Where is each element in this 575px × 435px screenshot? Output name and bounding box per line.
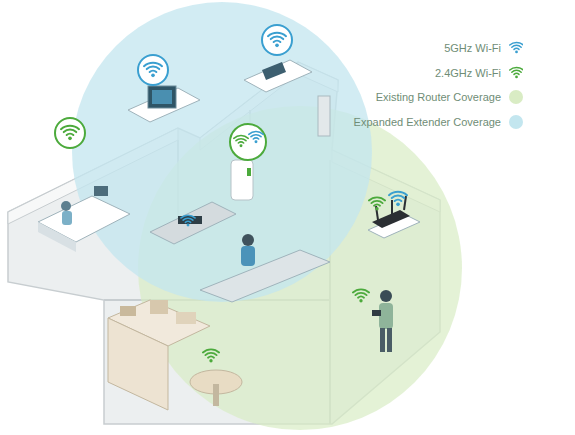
legend-text: Expanded Extender Coverage	[354, 116, 501, 128]
legend-text: 5GHz Wi-Fi	[444, 42, 501, 54]
legend-row: Expanded Extender Coverage	[354, 110, 523, 135]
wifi-icon	[509, 66, 523, 80]
legend-swatch	[509, 90, 523, 104]
legend-text: 2.4GHz Wi-Fi	[435, 67, 501, 79]
legend-swatch	[509, 115, 523, 129]
legend-row: Existing Router Coverage	[354, 85, 523, 110]
legend-row: 2.4GHz Wi-Fi	[354, 61, 523, 86]
legend: 5GHz Wi-Fi 2.4GHz Wi-FiExisting Router Co…	[354, 36, 523, 134]
legend-row: 5GHz Wi-Fi	[354, 36, 523, 61]
legend-text: Existing Router Coverage	[376, 91, 501, 103]
wifi-icon	[509, 41, 523, 55]
